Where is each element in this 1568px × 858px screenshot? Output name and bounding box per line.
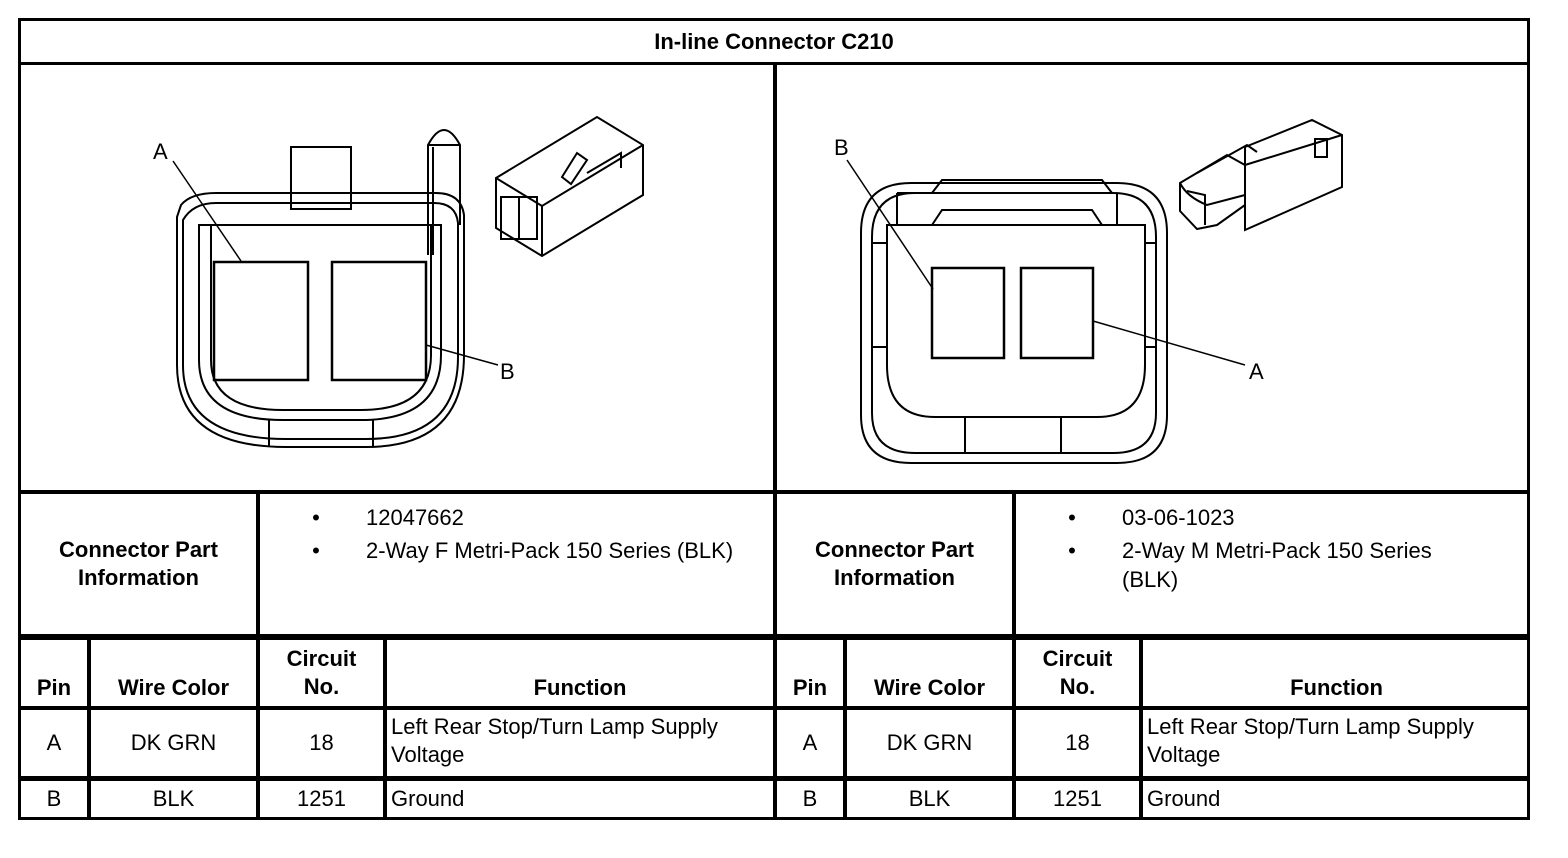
table-cell-function: Left Rear Stop/Turn Lamp Supply Voltage	[391, 713, 773, 775]
table-cell-pin: A	[777, 710, 843, 776]
table-cell-pin: B	[777, 781, 843, 817]
table-cell-wire-color: BLK	[91, 781, 256, 817]
cell-text: 18	[1065, 730, 1090, 755]
cell-text: Left Rear Stop/Turn Lamp Supply Voltage	[391, 714, 718, 767]
cell-text: BLK	[152, 786, 195, 811]
header-wire-color: Wire Color	[847, 640, 1012, 706]
image-divider	[18, 490, 1530, 494]
table-cell-circuit: 18	[1016, 710, 1139, 776]
col-line	[87, 636, 91, 820]
cell-text: BLK	[908, 786, 951, 811]
col-line	[383, 636, 387, 820]
bullet-icon: •	[1068, 538, 1076, 563]
male-iso-view	[1179, 118, 1343, 232]
table-cell-circuit: 1251	[1016, 781, 1139, 817]
table-cell-function: Ground	[1147, 781, 1528, 817]
cell-text: Left Rear Stop/Turn Lamp Supply Voltage	[1147, 714, 1474, 767]
part-info-item: • 03-06-1023	[1062, 503, 1492, 532]
left-part-info-label: Connector Part Information	[21, 494, 256, 634]
header-text: Function	[1290, 675, 1383, 700]
cell-text: Ground	[1147, 786, 1221, 811]
header-circuit: Circuit No.	[260, 642, 383, 704]
col-line	[1139, 636, 1143, 820]
cell-text: DK GRN	[886, 730, 973, 755]
table-cell-pin: A	[21, 710, 87, 776]
table-cell-circuit: 18	[260, 710, 383, 776]
cell-text: B	[46, 786, 62, 811]
part-description: 2-Way M Metri-Pack 150 Series (BLK)	[1122, 538, 1432, 592]
callout-label: A	[1249, 359, 1264, 384]
parts-split-right	[1012, 490, 1016, 638]
table-cell-circuit: 1251	[260, 781, 383, 817]
male-connector-drawing: B A	[834, 118, 1343, 464]
table-cell-function: Left Rear Stop/Turn Lamp Supply Voltage	[1147, 713, 1528, 775]
parts-divider	[18, 634, 1530, 640]
cell-text: 1251	[297, 786, 346, 811]
part-info-item: • 2-Way F Metri-Pack 150 Series (BLK)	[306, 536, 733, 565]
part-description: 2-Way F Metri-Pack 150 Series (BLK)	[366, 538, 734, 563]
callout-label: B	[834, 135, 849, 160]
part-number: 12047662	[366, 505, 464, 530]
bullet-icon: •	[1068, 505, 1076, 530]
header-divider	[18, 706, 1530, 710]
header-text: Wire Color	[873, 675, 986, 700]
part-info-label-text: Connector Part Information	[815, 537, 974, 590]
cell-text: B	[802, 786, 818, 811]
cell-text: 1251	[1053, 786, 1102, 811]
cell-text: Ground	[391, 786, 465, 811]
header-text: Pin	[36, 675, 72, 700]
callout-label: B	[500, 359, 515, 384]
left-part-info-list: • 12047662 • 2-Way F Metri-Pack 150 Series…	[306, 503, 766, 633]
header-pin: Pin	[777, 640, 843, 706]
page-title: In-line Connector C210	[654, 29, 894, 54]
table-cell-wire-color: DK GRN	[847, 710, 1012, 776]
bullet-icon: •	[312, 505, 320, 530]
center-divider	[773, 62, 777, 820]
col-line	[1012, 636, 1016, 820]
female-connector-drawing: A B	[153, 115, 644, 448]
header-circuit: Circuit No.	[1016, 642, 1139, 704]
part-info-label-text: Connector Part Information	[59, 537, 218, 590]
table-cell-wire-color: DK GRN	[91, 710, 256, 776]
bullet-icon: •	[312, 538, 320, 563]
part-number: 03-06-1023	[1122, 505, 1235, 530]
header-text: Circuit No.	[1042, 646, 1113, 699]
cell-text: A	[46, 730, 62, 755]
right-connector-diagram: B A	[777, 65, 1530, 490]
header-text: Circuit No.	[286, 646, 357, 699]
header-function: Function	[1143, 640, 1530, 706]
header-text: Pin	[792, 675, 828, 700]
left-connector-diagram: A B	[21, 65, 773, 490]
cell-text: DK GRN	[130, 730, 217, 755]
female-iso-view	[495, 115, 644, 258]
part-info-item: • 2-Way M Metri-Pack 150 Series (BLK)	[1062, 536, 1492, 594]
col-line	[843, 636, 847, 820]
header-pin: Pin	[21, 640, 87, 706]
cell-text: A	[802, 730, 818, 755]
part-info-item: • 12047662	[306, 503, 733, 532]
parts-split-left	[256, 490, 260, 638]
row-divider	[18, 776, 1530, 781]
table-cell-wire-color: BLK	[847, 781, 1012, 817]
table-cell-pin: B	[21, 781, 87, 817]
header-text: Wire Color	[117, 675, 230, 700]
header-text: Function	[533, 675, 627, 700]
cell-text: 18	[309, 730, 334, 755]
header-function: Function	[387, 640, 773, 706]
header-wire-color: Wire Color	[91, 640, 256, 706]
right-part-info-label: Connector Part Information	[777, 494, 1012, 634]
table-cell-function: Ground	[391, 781, 773, 817]
callout-label: A	[153, 139, 168, 164]
right-part-info-list: • 03-06-1023 • 2-Way M Metri-Pack 150 Seri…	[1062, 503, 1522, 633]
col-line	[256, 636, 260, 820]
